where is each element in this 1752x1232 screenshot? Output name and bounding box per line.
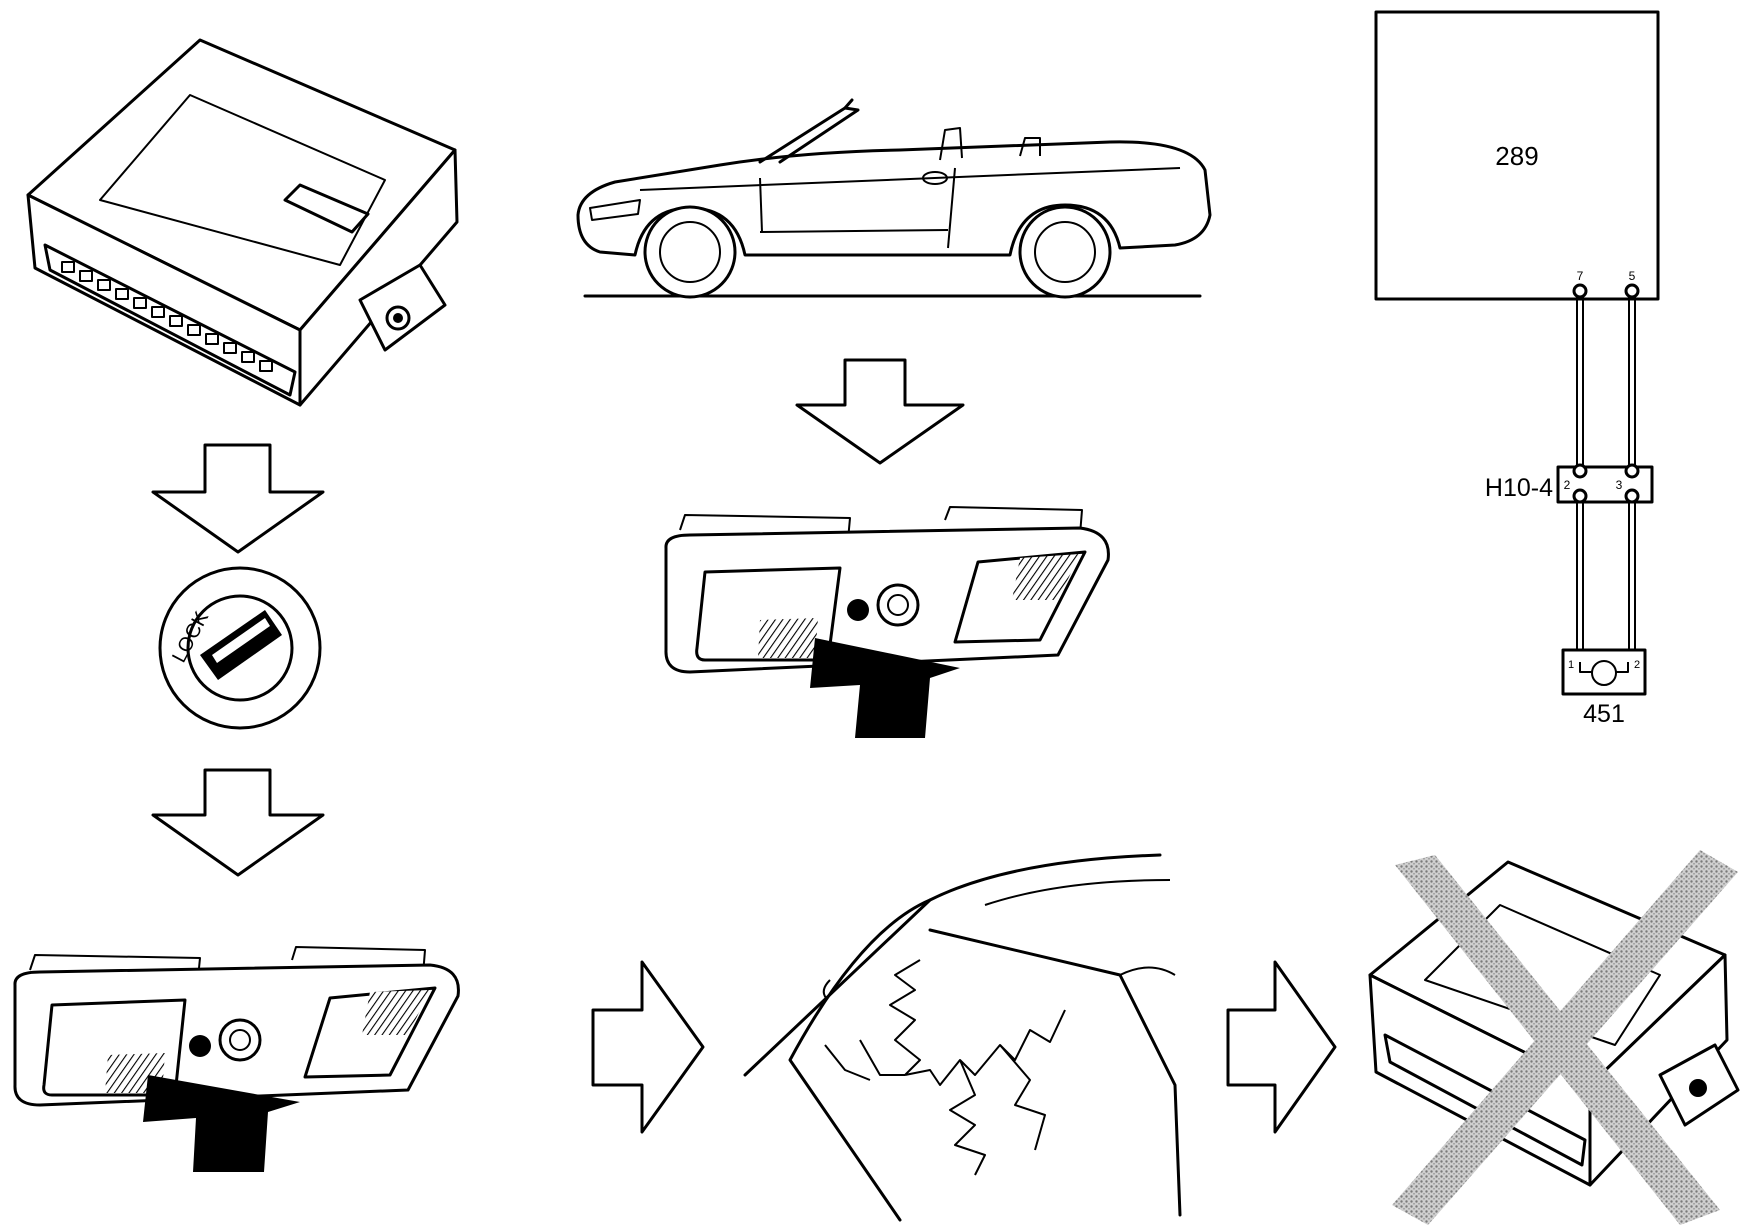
connector-pin-3: 3	[1616, 478, 1623, 492]
control-unit-number: 289	[1495, 141, 1538, 171]
sensor-pin-1: 1	[1568, 659, 1574, 671]
broken-windshield-illustration	[743, 853, 1182, 1222]
convertible-car-illustration	[576, 98, 1212, 299]
connector-pin-2: 2	[1564, 478, 1571, 492]
switch-panel-bottom	[13, 946, 460, 1172]
down-arrow-icon	[795, 358, 965, 465]
ignition-lock-cylinder: LOCK	[158, 566, 322, 730]
pin-5-terminal	[1624, 283, 1640, 299]
press-arrow-icon	[810, 638, 960, 738]
press-arrow-icon	[143, 1075, 300, 1172]
sensor-pin-2: 2	[1634, 659, 1640, 671]
wiring-diagram: 289 7 5 2 3 H10-4 1 2 451	[1374, 10, 1660, 728]
control-unit-pin-7: 7	[1577, 269, 1584, 283]
control-unit-pin-5: 5	[1629, 269, 1636, 283]
sensor-number: 451	[1583, 700, 1625, 728]
connector-label: H10-4	[1485, 474, 1553, 502]
down-arrow-icon	[151, 768, 325, 877]
down-arrow-icon	[151, 443, 325, 554]
right-arrow-icon	[1226, 960, 1337, 1134]
switch-panel-top	[664, 506, 1110, 738]
right-arrow-icon	[591, 960, 705, 1134]
control-module-illustration	[26, 38, 459, 407]
cross-out-icon	[1392, 850, 1738, 1225]
crossed-out-control-module	[1368, 850, 1740, 1225]
sensor-451-box	[1561, 648, 1647, 696]
pin-7-terminal	[1572, 283, 1588, 299]
control-unit-box	[1374, 10, 1660, 301]
